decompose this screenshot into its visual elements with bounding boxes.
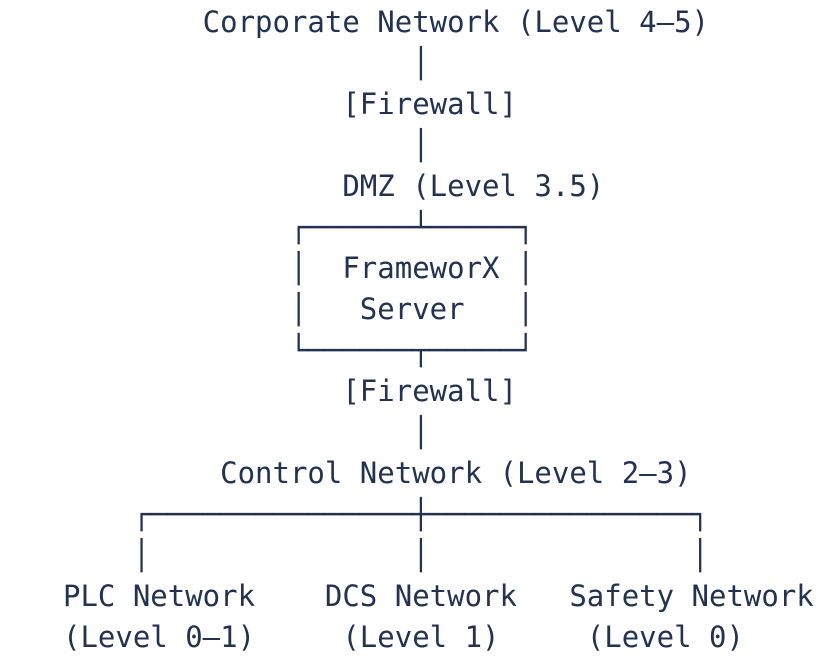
server-box-server-row: │ Server │ [63, 292, 535, 326]
branch-line: ┌───────────────┼───────────────┐ [63, 497, 710, 531]
firewall-top-label: [Firewall] [63, 87, 517, 121]
server-box-top-border: ┌──────┴─────┐ [63, 210, 535, 244]
dmz-label: DMZ (Level 3.5) [63, 169, 605, 203]
leaf-network-names: PLC Network DCS Network Safety Network [63, 579, 814, 613]
leaf-network-levels: (Level 0–1) (Level 1) (Level 0) [63, 620, 744, 654]
control-network-label: Control Network (Level 2–3) [63, 456, 692, 490]
branch-connectors: │ │ │ [63, 538, 710, 572]
connector-line: │ [63, 415, 430, 449]
firewall-bottom-label: [Firewall] [63, 374, 517, 408]
corporate-network-label: Corporate Network (Level 4–5) [63, 5, 710, 39]
server-box-bottom-border: └──────┬─────┘ [63, 333, 535, 367]
server-box-frameworx-row: │ FrameworX │ [63, 251, 535, 285]
connector-line: │ [63, 46, 430, 80]
connector-line: │ [63, 128, 430, 162]
